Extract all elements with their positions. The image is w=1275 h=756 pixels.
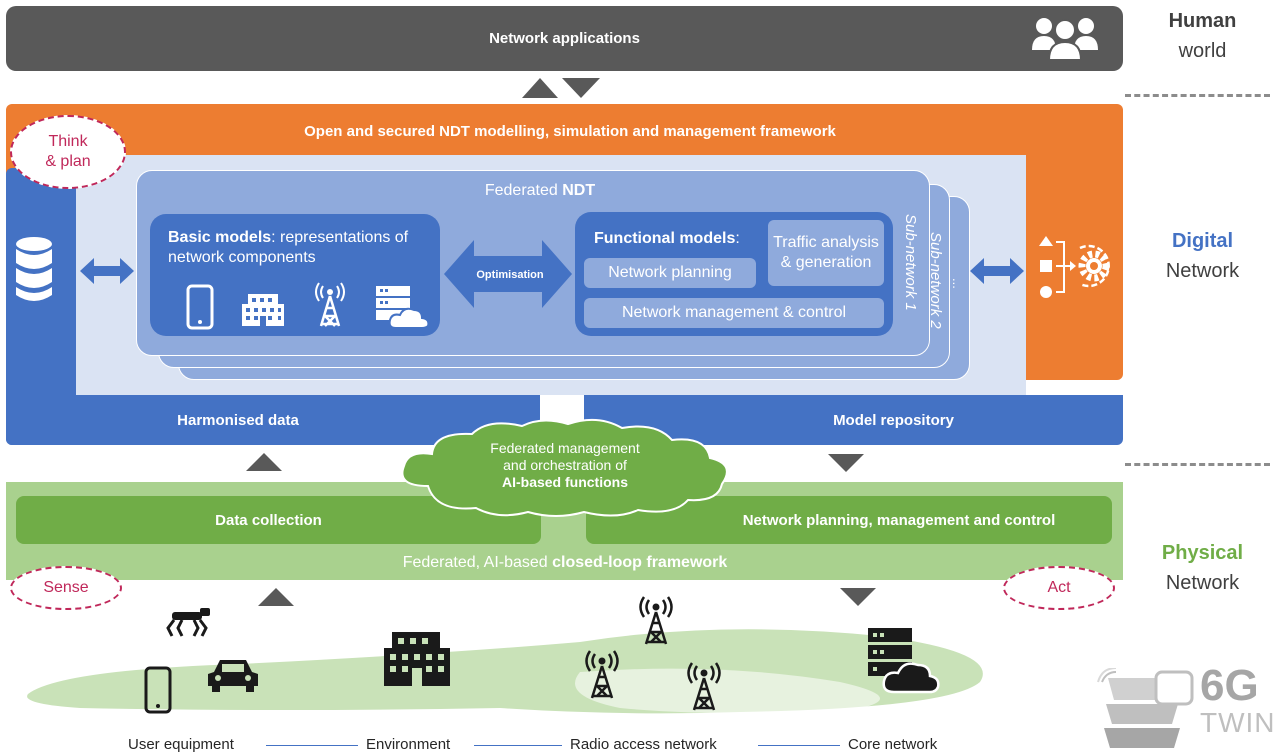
subnetwork-1-label: Sub-network 1 bbox=[902, 214, 919, 311]
digital-network-label: Digital Network bbox=[1140, 226, 1265, 286]
users-icon bbox=[1032, 18, 1098, 61]
act-down-arrow bbox=[840, 588, 876, 606]
closed-loop-bold: closed-loop framework bbox=[552, 554, 728, 571]
physical-network-label: Physical Network bbox=[1140, 538, 1265, 598]
human-label: Human bbox=[1168, 10, 1237, 32]
network-planning-box: Network planning bbox=[584, 258, 756, 288]
digital-network-word: Network bbox=[1165, 260, 1240, 282]
think-label: Think bbox=[48, 133, 88, 150]
network-applications-bar: Network applications bbox=[6, 6, 1123, 71]
cloud-line-2: and orchestration of bbox=[503, 457, 627, 473]
act-ellipse: Act bbox=[1003, 566, 1115, 610]
optimisation-arrow bbox=[444, 240, 572, 308]
plan-label: & plan bbox=[45, 153, 91, 170]
city-building-icon bbox=[384, 632, 450, 686]
environment-label: Environment bbox=[366, 736, 451, 753]
closed-loop-prefix: Federated, AI-based bbox=[402, 554, 548, 571]
federated-prefix: Federated bbox=[484, 182, 563, 199]
world-label: world bbox=[1178, 40, 1227, 62]
database-exchange-arrow bbox=[80, 258, 134, 284]
smartphone-icon bbox=[186, 284, 214, 330]
harmonised-data-label: Harmonised data bbox=[177, 411, 299, 429]
cloud-line-3: AI-based functions bbox=[501, 474, 628, 490]
traffic-label: Traffic analysis & generation bbox=[773, 234, 879, 271]
network-pmc-label: Network planning, management and control bbox=[742, 511, 1056, 529]
digital-physical-divider bbox=[1125, 463, 1270, 466]
act-label: Act bbox=[1047, 579, 1071, 596]
basic-models-rest: : representations of network components bbox=[168, 229, 409, 266]
ndt-bold: NDT bbox=[562, 182, 596, 199]
connector-line-3 bbox=[758, 745, 840, 746]
logo-twin-text: TWIN bbox=[1200, 707, 1275, 738]
basic-models-text: Basic models: representations of network… bbox=[168, 228, 438, 268]
physical-label: Physical bbox=[1161, 542, 1244, 564]
antenna-tower-icon bbox=[315, 282, 345, 327]
orchestration-cloud bbox=[401, 418, 728, 517]
physical-network-word: Network bbox=[1165, 572, 1240, 594]
server-cloud-icon bbox=[376, 286, 430, 329]
connector-line-2 bbox=[474, 745, 562, 746]
basic-models-bold: Basic models bbox=[168, 229, 272, 246]
closed-loop-title: Federated, AI-based closed-loop framewor… bbox=[300, 552, 830, 574]
functional-models-title: Functional models: bbox=[594, 230, 740, 248]
radio-access-network-label: Radio access network bbox=[570, 736, 717, 753]
framework-label: Open and secured NDT modelling, simulati… bbox=[304, 122, 836, 140]
robot-dog-icon bbox=[166, 608, 210, 637]
car-icon bbox=[208, 660, 258, 692]
human-digital-divider bbox=[1125, 94, 1270, 97]
user-equipment-label: User equipment bbox=[128, 736, 234, 753]
6g-twin-logo-icon bbox=[1097, 668, 1194, 748]
sense-up-arrow bbox=[258, 588, 294, 606]
network-management-label: Network management & control bbox=[621, 304, 847, 321]
logo-6g-text: 6G bbox=[1200, 661, 1259, 710]
framework-title: Open and secured NDT modelling, simulati… bbox=[130, 116, 1010, 146]
sense-label: Sense bbox=[43, 579, 89, 596]
sense-ellipse: Sense bbox=[10, 566, 122, 610]
phone-icon bbox=[144, 666, 172, 714]
traffic-box: Traffic analysis & generation bbox=[768, 220, 884, 286]
model-repository-label: Model repository bbox=[833, 411, 954, 429]
app-exchange-arrows bbox=[522, 78, 600, 98]
network-applications-label: Network applications bbox=[489, 30, 640, 47]
human-world-label: Human world bbox=[1140, 6, 1265, 66]
connector-line-1 bbox=[266, 745, 358, 746]
radio-tower-icon-2 bbox=[585, 650, 619, 699]
think-plan-ellipse: Think & plan bbox=[10, 115, 126, 189]
model-repository-bar: Model repository bbox=[584, 395, 1123, 445]
data-up-arrow bbox=[246, 453, 282, 471]
database-icon bbox=[16, 237, 52, 301]
process-gear-icon bbox=[1039, 236, 1110, 298]
network-management-box: Network management & control bbox=[584, 298, 884, 328]
cloud-line-1: Federated management bbox=[490, 440, 640, 456]
control-exchange-arrow bbox=[970, 258, 1024, 284]
model-down-arrow bbox=[828, 454, 864, 472]
federated-ndt-title: Federated NDT bbox=[440, 182, 640, 200]
radio-tower-icon-3 bbox=[687, 662, 721, 711]
functional-models-colon: : bbox=[735, 230, 740, 247]
building-icon bbox=[242, 294, 284, 326]
core-network-label: Core network bbox=[848, 736, 938, 753]
ground-area bbox=[27, 629, 983, 714]
subnetwork-2-label: Sub-network 2 bbox=[927, 232, 944, 329]
cloud-text: Federated management and orchestration o… bbox=[420, 440, 710, 491]
radio-tower-icon-1 bbox=[639, 596, 673, 645]
data-collection-label: Data collection bbox=[215, 511, 322, 529]
core-server-cloud-icon bbox=[868, 628, 940, 694]
subnetwork-more-label: ... bbox=[950, 278, 965, 289]
digital-label: Digital bbox=[1171, 230, 1234, 252]
functional-models-bold: Functional models bbox=[594, 230, 736, 247]
optimisation-label: Optimisation bbox=[476, 269, 544, 281]
network-planning-label: Network planning bbox=[608, 264, 732, 281]
